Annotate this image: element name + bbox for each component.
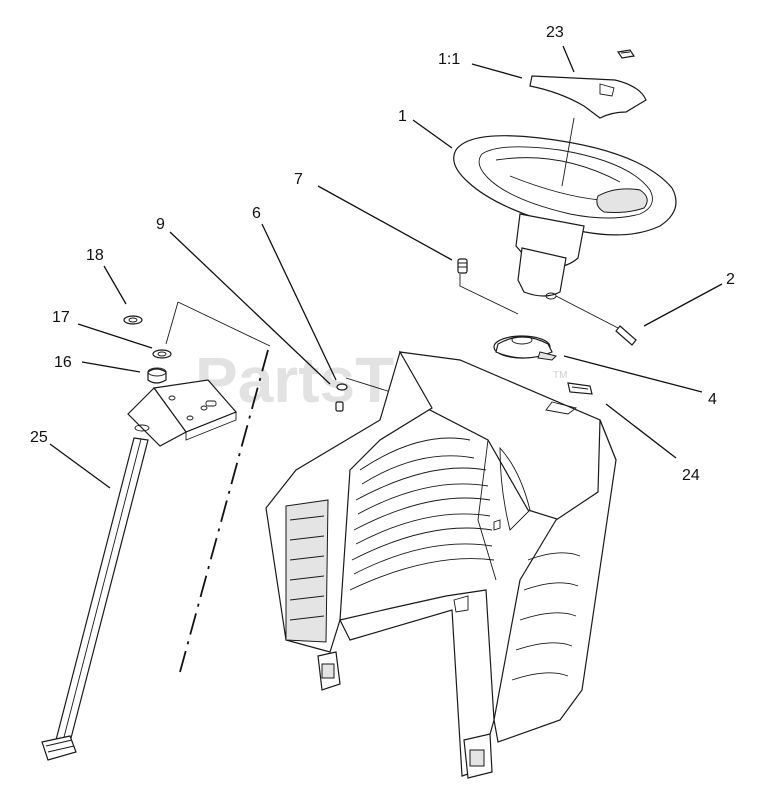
leader-25 xyxy=(49,443,111,489)
part-dash-console xyxy=(265,350,617,779)
part-bushing xyxy=(493,335,557,361)
part-mounting-plate xyxy=(127,379,238,447)
callout-1-1: 1:1 xyxy=(438,51,460,68)
part-steering-cap xyxy=(529,75,647,119)
part-small-clip xyxy=(616,49,636,59)
part-steering-shaft xyxy=(41,437,149,761)
callout-23: 23 xyxy=(546,24,564,41)
leader-16 xyxy=(81,361,141,373)
leader-lines xyxy=(49,45,723,489)
callout-2: 2 xyxy=(726,271,735,288)
leader-1 xyxy=(412,119,453,149)
callout-1: 1 xyxy=(398,108,407,125)
part-pin xyxy=(555,295,637,346)
callout-25: 25 xyxy=(30,429,48,446)
leader-6 xyxy=(261,223,337,381)
callout-labels: 23 1:1 1 7 9 6 2 18 17 16 4 24 25 xyxy=(30,24,735,484)
callout-16: 16 xyxy=(54,354,72,371)
part-bolt xyxy=(457,258,519,315)
callout-17: 17 xyxy=(52,309,70,326)
leader-2 xyxy=(643,283,723,327)
callout-18: 18 xyxy=(86,247,104,264)
watermark-trademark: TM xyxy=(553,370,567,381)
callout-4: 4 xyxy=(708,391,717,408)
leader-24 xyxy=(605,403,677,459)
callout-24: 24 xyxy=(682,467,700,484)
callout-7: 7 xyxy=(294,171,303,188)
leader-17 xyxy=(77,323,153,349)
leader-4 xyxy=(563,355,703,393)
part-steering-wheel xyxy=(453,117,677,300)
part-washers xyxy=(123,301,271,384)
callout-9: 9 xyxy=(156,216,165,233)
leader-18 xyxy=(103,265,127,305)
leader-23 xyxy=(562,45,575,73)
leader-7 xyxy=(317,185,453,261)
callout-6: 6 xyxy=(252,205,261,222)
leader-9 xyxy=(169,231,331,385)
part-retaining-clip xyxy=(567,382,593,395)
center-line xyxy=(179,349,269,673)
leader-1-1 xyxy=(471,63,523,79)
